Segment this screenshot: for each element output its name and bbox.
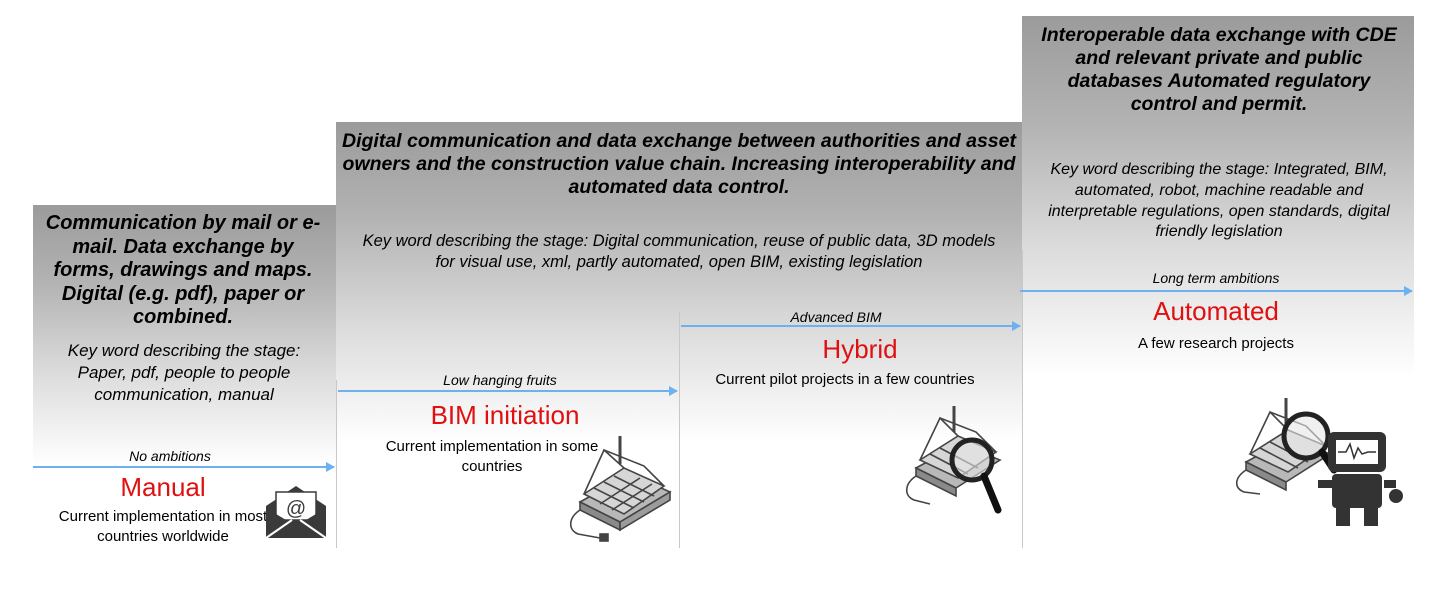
stage-automated-description: A few research projects	[1138, 335, 1294, 352]
stage-automated-background	[1022, 16, 1414, 376]
stage-automated-ambition: Long term ambitions	[1152, 270, 1280, 286]
building-magnifier-icon	[905, 406, 1002, 514]
stage-manual-arrow	[33, 462, 335, 472]
stage-manual-background	[33, 205, 336, 465]
separator-1	[336, 380, 337, 548]
svg-text:@: @	[286, 498, 306, 520]
stage-bim-description: Current implementation in some countries	[385, 438, 599, 476]
robot-inspector-icon	[1235, 398, 1403, 526]
stage-hybrid-description: Current pilot projects in a few countrie…	[715, 371, 975, 388]
stage-bim-ambition: Low hanging fruits	[443, 372, 557, 388]
building-model-icon	[569, 436, 672, 542]
stage-bim-heading: Digital communication and data exchange …	[342, 130, 1016, 198]
stage-hybrid-arrow	[681, 321, 1021, 331]
stage-manual-description: Current implementation in most countries…	[58, 508, 268, 546]
stage-manual-title: Manual	[120, 472, 206, 502]
stage-bim-keywords: Key word describing the stage: Digital c…	[362, 232, 996, 272]
stage-bim-title: BIM initiation	[430, 400, 580, 430]
stage-hybrid-title: Hybrid	[822, 334, 898, 364]
stage-bim-arrow	[338, 386, 678, 396]
stage-automated-heading: Interoperable data exchange with CDE and…	[1041, 24, 1397, 115]
separator-3	[1022, 250, 1023, 548]
stage-automated-keywords: Key word describing the stage: Integrate…	[1048, 161, 1390, 241]
stage-automated-arrow	[1020, 286, 1413, 296]
stage-manual-keywords: Key word describing the stage: Paper, pd…	[67, 341, 301, 405]
stage-hybrid-ambition: Advanced BIM	[790, 309, 882, 325]
separator-2	[679, 312, 680, 548]
stage-automated-title: Automated	[1153, 296, 1279, 326]
stage-manual-heading: Communication by mail or e-mail. Data ex…	[45, 212, 321, 329]
stage-manual-ambition: No ambitions	[129, 448, 211, 464]
envelope-icon: @	[265, 486, 327, 539]
